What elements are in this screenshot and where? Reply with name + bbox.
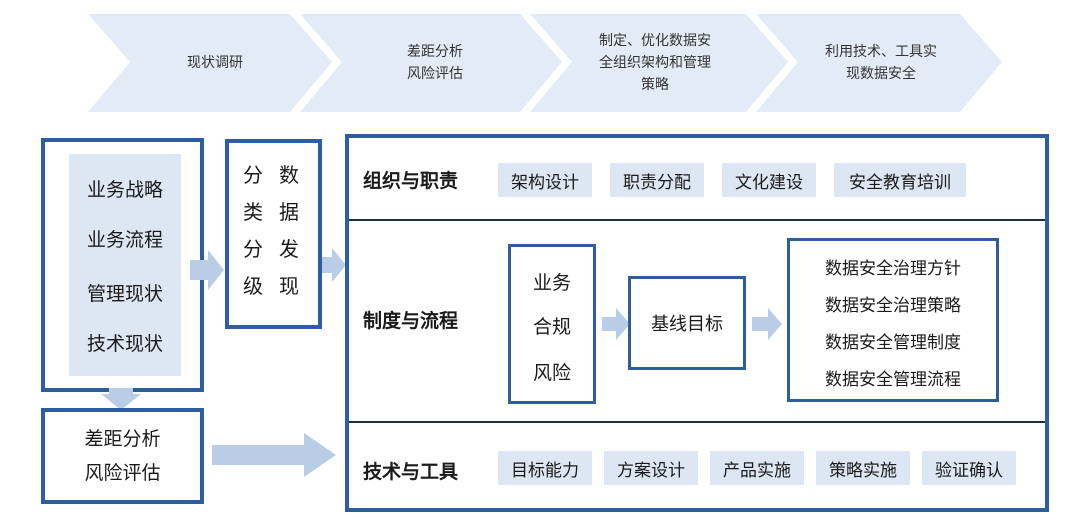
current-state-item: 业务流程 <box>86 228 163 251</box>
row-title-org: 组织与职责 <box>363 170 459 192</box>
baseline-box: 基线目标 <box>628 276 746 370</box>
right-arrow-icon <box>602 308 630 340</box>
process-step-1-label: 现状调研 <box>187 55 243 71</box>
gap-analysis-line: 风险评估 <box>84 462 161 484</box>
policy-item: 数据安全治理方针 <box>825 258 961 279</box>
current-state-item: 技术现状 <box>86 332 163 355</box>
gap-analysis-box: 差距分析 风险评估 <box>41 408 204 504</box>
tech-tag: 验证确认 <box>922 451 1016 485</box>
row-title-tech: 技术与工具 <box>363 461 459 483</box>
process-step-2-label: 差距分析 风险评估 <box>407 44 463 82</box>
org-tag: 职责分配 <box>610 163 704 197</box>
risk-box: 业务 合规 风险 <box>508 244 596 404</box>
risk-line: 风险 <box>532 361 571 384</box>
policy-item: 数据安全管理流程 <box>825 369 961 390</box>
gap-analysis-line: 差距分析 <box>84 428 161 450</box>
discovery-char: 分 <box>243 237 263 261</box>
chevron-step-2 <box>300 14 562 112</box>
discovery-char: 类 <box>243 200 263 224</box>
current-state-fill: 业务战略 业务流程 管理现状 技术现状 <box>69 154 181 376</box>
row-divider <box>349 421 1045 423</box>
current-state-item: 业务战略 <box>86 178 163 201</box>
discovery-char: 分 <box>243 163 263 187</box>
tech-tag: 方案设计 <box>604 451 698 485</box>
discovery-char: 现 <box>279 274 299 298</box>
chevron-step-4 <box>756 14 1002 112</box>
discovery-char: 发 <box>279 237 299 261</box>
current-state-item: 管理现状 <box>86 282 163 305</box>
right-arrow-icon <box>190 250 224 290</box>
data-discovery-box: 分 类 分 级 数 据 发 现 <box>225 139 322 329</box>
org-tag: 架构设计 <box>498 163 592 197</box>
tech-tag: 产品实施 <box>710 451 804 485</box>
org-tag: 文化建设 <box>722 163 816 197</box>
policies-box: 数据安全治理方针 数据安全治理策略 数据安全管理制度 数据安全管理流程 <box>787 238 999 402</box>
policy-item: 数据安全治理策略 <box>825 295 961 316</box>
risk-line: 业务 <box>532 271 571 294</box>
discovery-char: 据 <box>279 200 299 224</box>
right-arrow-icon <box>322 248 346 282</box>
right-arrow-icon <box>752 308 782 340</box>
org-tag: 安全教育培训 <box>834 163 966 197</box>
discovery-col-1: 分 类 分 级 <box>243 159 271 307</box>
tech-tag: 策略实施 <box>816 451 910 485</box>
discovery-col-2: 数 据 发 现 <box>279 159 307 307</box>
chevron-shapes <box>88 14 1002 112</box>
row-divider <box>349 219 1045 221</box>
current-state-box: 业务战略 业务流程 管理现状 技术现状 <box>41 138 204 392</box>
policy-item: 数据安全管理制度 <box>825 332 961 353</box>
tech-tag: 目标能力 <box>498 451 592 485</box>
down-arrow-icon <box>101 388 141 410</box>
risk-line: 合规 <box>532 315 571 338</box>
process-step-3-label: 制定、优化数据安 全组织架构和管理 策略 <box>599 33 711 93</box>
discovery-char: 级 <box>243 274 263 298</box>
process-step-4-label: 利用技术、工具实 现数据安全 <box>825 44 937 82</box>
chevron-step-3 <box>530 14 788 112</box>
baseline-label: 基线目标 <box>651 314 723 335</box>
chevron-step-1 <box>88 14 332 112</box>
discovery-char: 数 <box>279 163 299 187</box>
row-title-policy: 制度与流程 <box>363 310 459 332</box>
long-right-arrow-icon <box>212 433 336 477</box>
